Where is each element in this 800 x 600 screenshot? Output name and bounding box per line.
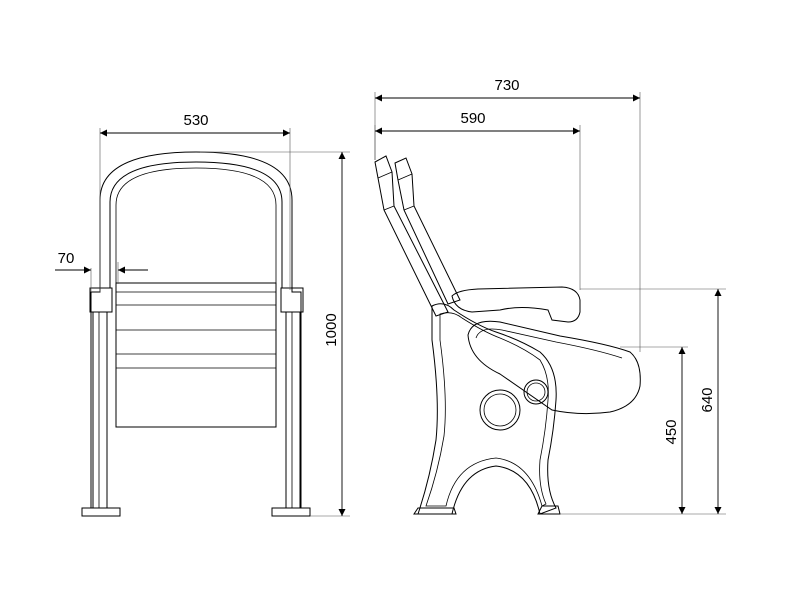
front-right-leg — [285, 311, 301, 509]
side-small-boss — [523, 379, 549, 405]
front-left-connector — [89, 287, 113, 313]
dim-label-530: 530 — [183, 112, 208, 129]
front-frame-inner — [109, 161, 283, 288]
dim-label-70: 70 — [58, 250, 75, 267]
front-backrest-panel — [115, 167, 277, 288]
side-right-foot — [537, 505, 561, 515]
dim-label-1000: 1000 — [323, 313, 340, 346]
front-right-connector — [280, 287, 304, 313]
dim-label-730: 730 — [494, 77, 519, 94]
side-leg-inner — [425, 312, 549, 507]
side-large-boss — [479, 389, 521, 431]
dim-label-640: 640 — [699, 387, 716, 412]
side-backrest-front — [374, 155, 449, 317]
dim-label-450: 450 — [663, 419, 680, 444]
front-view: 530 70 1000 — [55, 112, 350, 517]
front-right-foot — [271, 507, 311, 517]
front-left-foot — [81, 507, 121, 517]
side-backrest-rear — [394, 157, 461, 305]
front-left-leg — [92, 311, 108, 509]
front-seat — [115, 282, 277, 428]
side-seat — [467, 320, 641, 415]
side-armrest — [451, 286, 581, 323]
side-view: 730 590 640 450 — [374, 77, 726, 515]
side-leg-outer — [417, 303, 557, 515]
dim-label-590: 590 — [460, 110, 485, 127]
side-left-foot — [413, 507, 457, 515]
